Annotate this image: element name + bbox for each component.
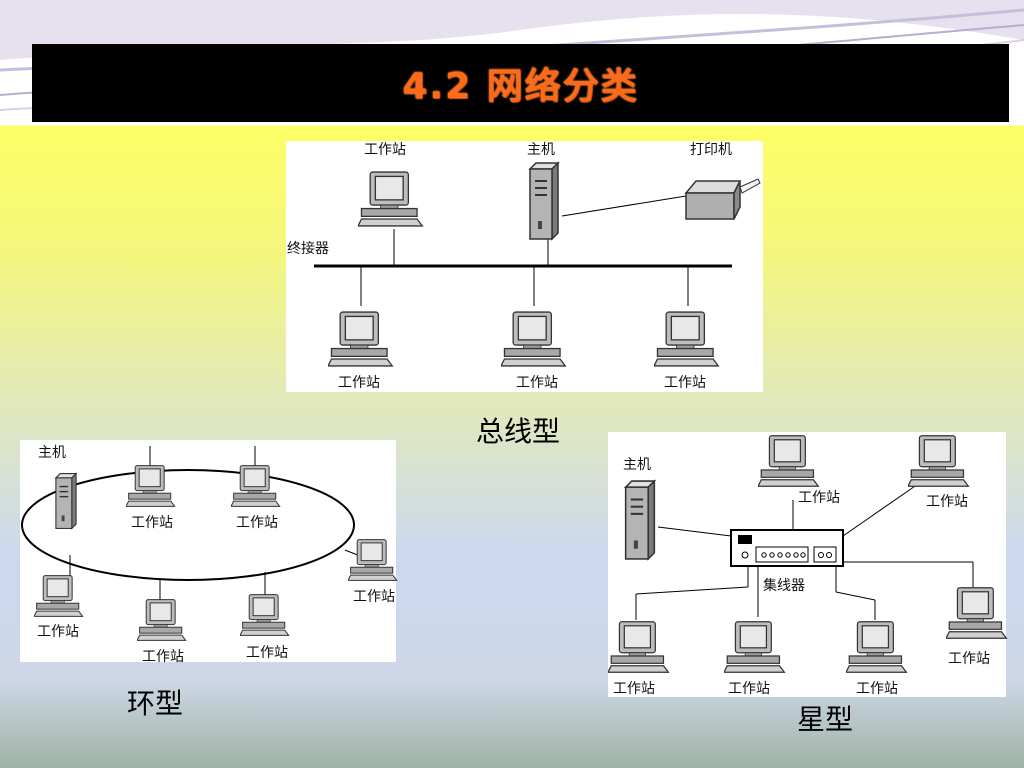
bus-terminator-label: 终接器 (287, 241, 329, 257)
workstation-icon (501, 311, 567, 367)
server-tower-icon (623, 479, 657, 561)
workstation-icon (946, 587, 1008, 639)
workstation-icon (34, 575, 84, 617)
workstation-icon (724, 621, 786, 673)
workstation-icon (608, 621, 670, 673)
ring-caption: 环型 (127, 687, 184, 720)
star-workstation-label: 工作站 (856, 681, 898, 697)
workstation-icon (231, 465, 281, 507)
star-workstation-label: 工作站 (728, 681, 770, 697)
workstation-icon (846, 621, 908, 673)
bus-host-label: 主机 (527, 142, 555, 158)
bus-printer-label: 打印机 (690, 142, 732, 158)
workstation-icon (358, 171, 424, 227)
star-workstation-label: 工作站 (948, 651, 990, 667)
printer-icon (684, 178, 761, 220)
workstation-icon (126, 465, 176, 507)
bus-workstation-bottom-label: 工作站 (664, 375, 706, 391)
ring-workstation-label: 工作站 (131, 515, 173, 531)
ring-workstation-label: 工作站 (246, 645, 288, 661)
server-tower-icon (528, 161, 560, 241)
bus-workstation-bottom-label: 工作站 (338, 375, 380, 391)
star-connections (635, 483, 974, 620)
star-topology-diagram: 主机 工作站 工作站 集线器 工作站 工作站 工作站 工作站 (608, 432, 1008, 697)
ring-host-label: 主机 (38, 445, 66, 461)
workstation-icon (328, 311, 394, 367)
bus-workstation-top-label: 工作站 (364, 142, 406, 158)
star-workstation-label: 工作站 (613, 681, 655, 697)
slide-title: 4.2 网络分类 (402, 66, 639, 107)
bus-connections (314, 195, 732, 306)
star-hub-label: 集线器 (763, 578, 805, 594)
ring-connections (21, 446, 366, 600)
workstation-icon (654, 311, 720, 367)
title-bar: 4.2 网络分类 (32, 44, 1009, 122)
ring-topology-diagram: 主机 工作站 工作站 工作站 工作站 工作站 工作站 (20, 440, 398, 665)
bus-workstation-bottom-label: 工作站 (516, 375, 558, 391)
ring-workstation-label: 工作站 (142, 649, 184, 665)
ring-workstation-label: 工作站 (37, 624, 79, 640)
star-workstation-label: 工作站 (798, 490, 840, 506)
workstation-icon (240, 594, 290, 636)
bus-caption: 总线型 (476, 415, 561, 448)
workstation-icon (348, 539, 398, 581)
ring-workstation-label: 工作站 (236, 515, 278, 531)
workstation-icon (758, 435, 820, 487)
star-caption: 星型 (797, 703, 854, 736)
workstation-icon (908, 435, 970, 487)
star-host-label: 主机 (623, 457, 651, 473)
server-tower-icon (54, 472, 78, 530)
bus-topology-diagram: 工作站 主机 打印机 终接器 工作站 工作站 工作站 (286, 141, 763, 392)
workstation-icon (137, 599, 187, 641)
ring-workstation-label: 工作站 (353, 589, 395, 605)
star-workstation-label: 工作站 (926, 494, 968, 510)
